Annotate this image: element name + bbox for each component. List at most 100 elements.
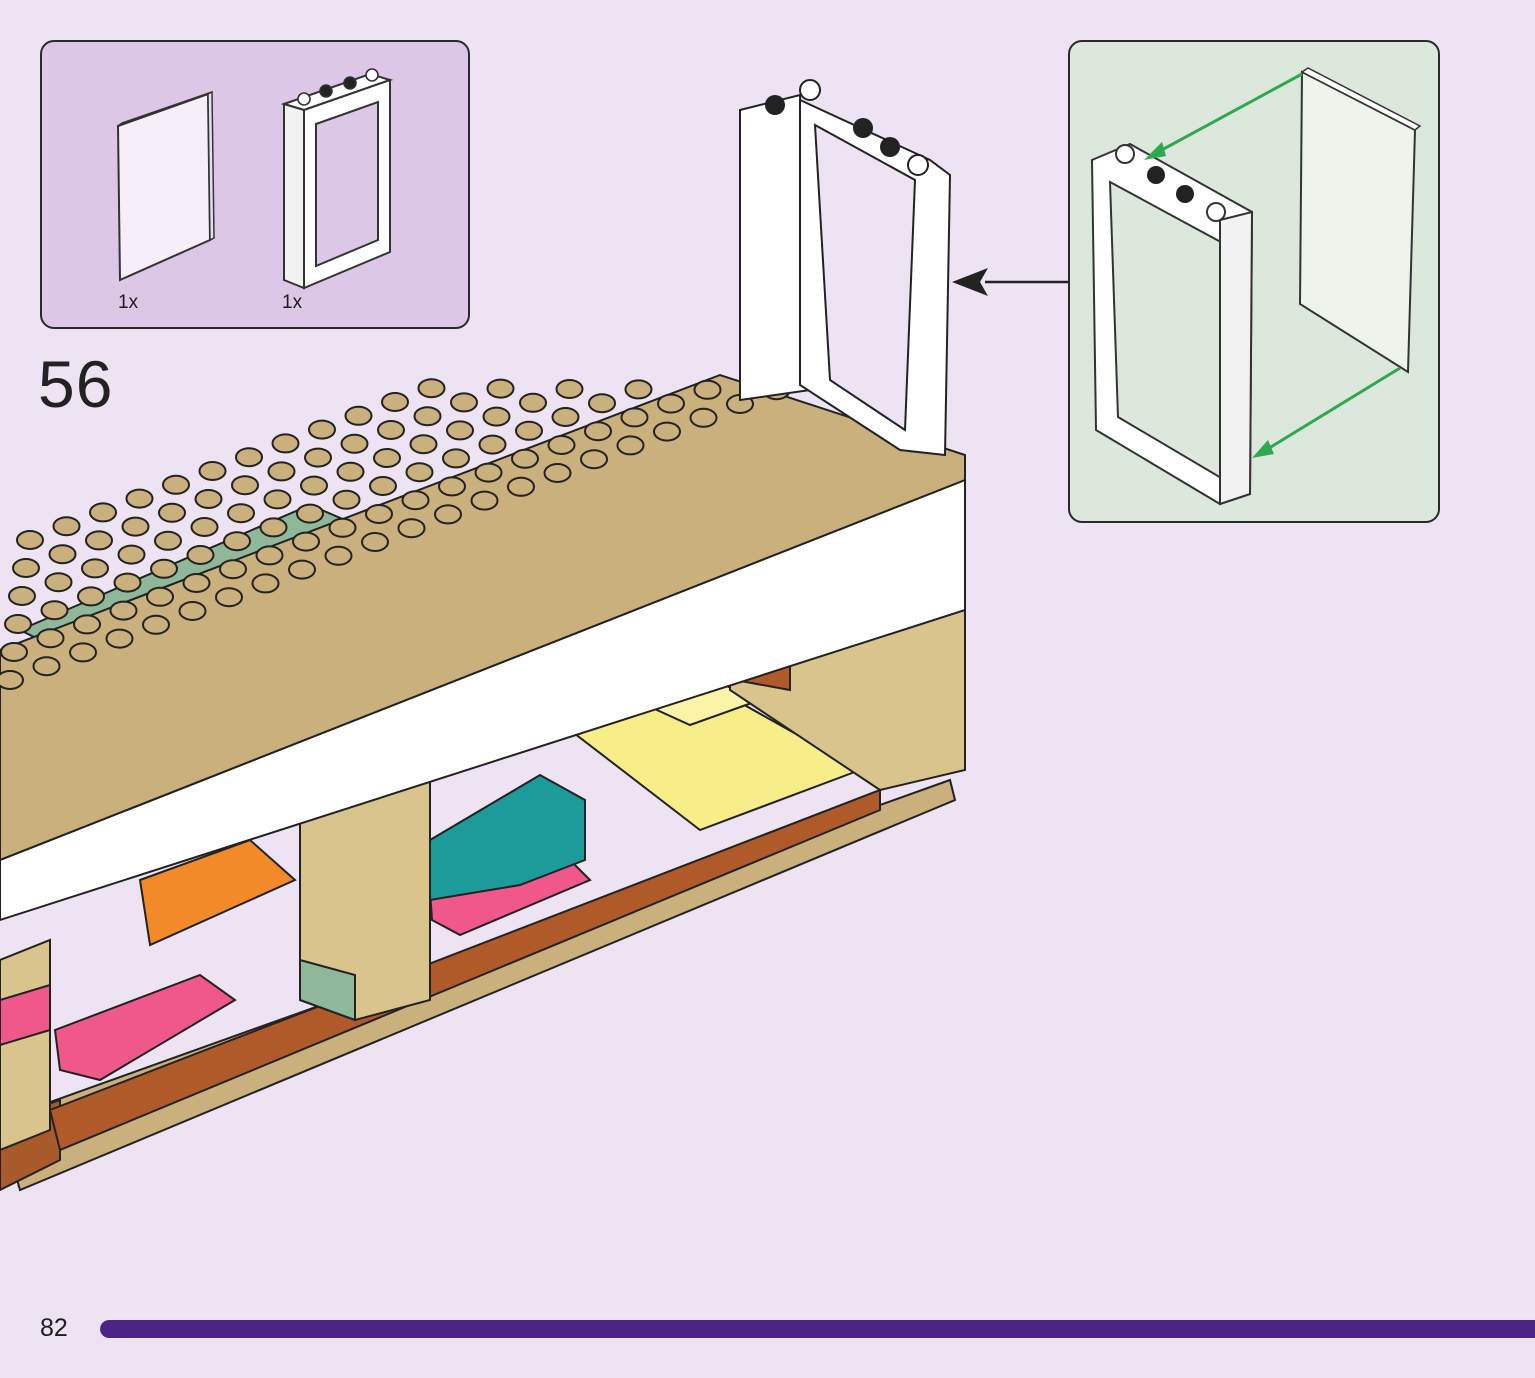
stud (154, 530, 182, 551)
stud (12, 558, 40, 578)
stud (16, 530, 44, 550)
stud (162, 474, 190, 495)
stud (361, 532, 389, 552)
stud (150, 558, 178, 579)
stud (373, 448, 401, 468)
stud (194, 489, 223, 509)
parts-list-box: 1x 1x (40, 40, 470, 329)
stud (182, 573, 211, 593)
stud (450, 392, 478, 413)
build-arrow-icon (952, 268, 1068, 296)
page-number: 82 (40, 1314, 68, 1342)
model-illustration (0, 79, 1068, 1192)
stud (624, 379, 653, 400)
stud (405, 462, 434, 483)
stud (482, 406, 511, 427)
glass-pane-qty: 1x (118, 292, 139, 313)
stud (369, 476, 397, 496)
stud (235, 447, 263, 468)
floor-brown (48, 788, 881, 1152)
stud (434, 504, 462, 525)
stud (308, 419, 336, 440)
stud (511, 448, 539, 469)
glass-pane-icon (116, 90, 215, 282)
stud (442, 448, 470, 469)
stud (81, 558, 109, 579)
stud (547, 435, 576, 455)
sub-assembly-box (1068, 40, 1440, 523)
stud (267, 461, 296, 482)
stud (693, 379, 722, 400)
stud (251, 573, 280, 594)
step-number: 56 (38, 347, 114, 421)
stud (52, 516, 81, 537)
stud (438, 476, 466, 497)
stud (446, 420, 474, 441)
window-frame-qty: 1x (282, 292, 303, 313)
stud (332, 489, 361, 510)
stud (113, 572, 142, 593)
stud (381, 392, 409, 412)
stud (219, 559, 247, 580)
stud (474, 462, 503, 483)
stud (336, 461, 365, 482)
stud (401, 490, 430, 511)
stud (365, 504, 393, 524)
stud (324, 545, 353, 566)
progress-bar (100, 1320, 1535, 1338)
stud (215, 587, 243, 608)
stud (259, 517, 288, 538)
stud (507, 476, 535, 497)
stud (223, 531, 251, 552)
tan-top-plate (0, 373, 966, 862)
stud (158, 502, 186, 523)
stud (689, 407, 718, 428)
stud (121, 516, 150, 537)
stud (178, 601, 207, 621)
stud (543, 463, 572, 483)
stud (478, 434, 507, 455)
stud (409, 434, 438, 455)
stud (417, 378, 446, 399)
stud (231, 475, 259, 496)
stud (271, 433, 300, 454)
stud (186, 545, 215, 565)
stud (190, 517, 219, 537)
stud (142, 614, 170, 635)
stud (653, 421, 681, 442)
stud (377, 420, 405, 440)
pink-sofa-left (53, 973, 237, 1082)
stud (117, 544, 146, 565)
stud (255, 545, 284, 566)
stud (105, 628, 134, 649)
stud (198, 461, 227, 481)
pillar-left (0, 938, 51, 1152)
stud (413, 406, 442, 427)
stud (470, 490, 499, 511)
progress-bar-fill (100, 1320, 1535, 1338)
stud (515, 420, 543, 441)
stud (657, 393, 685, 414)
stud (300, 475, 328, 496)
stud (397, 518, 426, 539)
stud (263, 489, 292, 510)
stud (486, 378, 515, 399)
assembly-diagram (1090, 67, 1422, 506)
stud (588, 393, 616, 414)
stud (48, 544, 77, 565)
stud (340, 433, 369, 454)
stud (292, 531, 320, 552)
stud (288, 559, 316, 580)
stud (77, 586, 105, 607)
stud (89, 502, 117, 523)
stud (584, 421, 612, 442)
window-frame-icon (280, 68, 394, 290)
stud (555, 379, 584, 399)
stud (40, 600, 69, 621)
welcome-mat (138, 838, 297, 947)
stud (519, 392, 547, 413)
top-plate-studs (0, 378, 791, 690)
stud (146, 586, 174, 607)
stud (36, 628, 65, 649)
